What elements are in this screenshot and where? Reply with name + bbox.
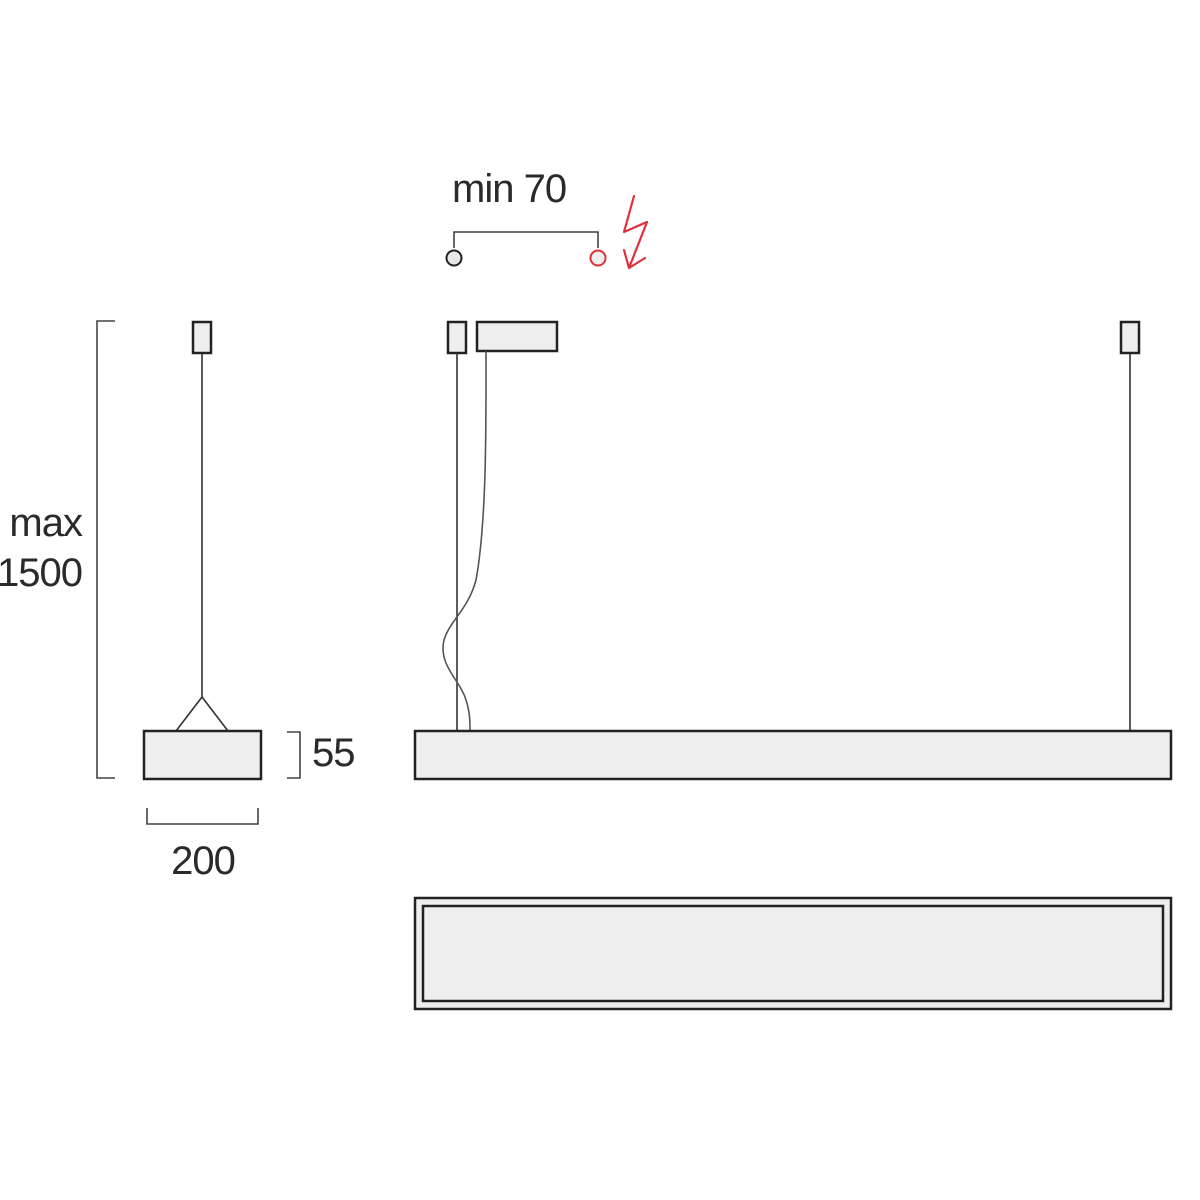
front-view-luminaire-body bbox=[413, 729, 1173, 781]
front-view-driver-canopy bbox=[475, 320, 559, 353]
max-label-line1: max bbox=[9, 501, 83, 545]
suspension-point-circle-icon bbox=[445, 249, 463, 267]
power-point-circle-icon bbox=[589, 249, 607, 267]
width-dimension-line bbox=[146, 808, 259, 825]
front-view-canopy-left bbox=[446, 320, 468, 355]
max-length-group: max 1500 bbox=[0, 320, 115, 779]
min-spacing-dimension-line bbox=[453, 231, 599, 248]
max-length-dimension-line bbox=[96, 320, 115, 779]
side-view-canopy bbox=[191, 320, 213, 355]
min-spacing-group: min 70 bbox=[445, 167, 649, 270]
top-view-diffuser bbox=[421, 904, 1165, 1003]
width-label: 200 bbox=[171, 839, 235, 883]
side-view: 55 200 bbox=[142, 320, 356, 883]
side-view-wire-split bbox=[175, 695, 229, 732]
front-view-power-cable bbox=[442, 350, 487, 732]
lightning-bolt-icon bbox=[622, 194, 649, 270]
side-view-luminaire-body bbox=[142, 729, 263, 781]
front-view-canopy-right bbox=[1119, 320, 1141, 355]
height-dimension-line bbox=[287, 731, 301, 779]
front-view bbox=[413, 320, 1173, 781]
max-label-line2: 1500 bbox=[0, 551, 82, 595]
top-view bbox=[413, 896, 1173, 1011]
min-spacing-label: min 70 bbox=[452, 167, 566, 211]
height-label: 55 bbox=[312, 731, 355, 775]
